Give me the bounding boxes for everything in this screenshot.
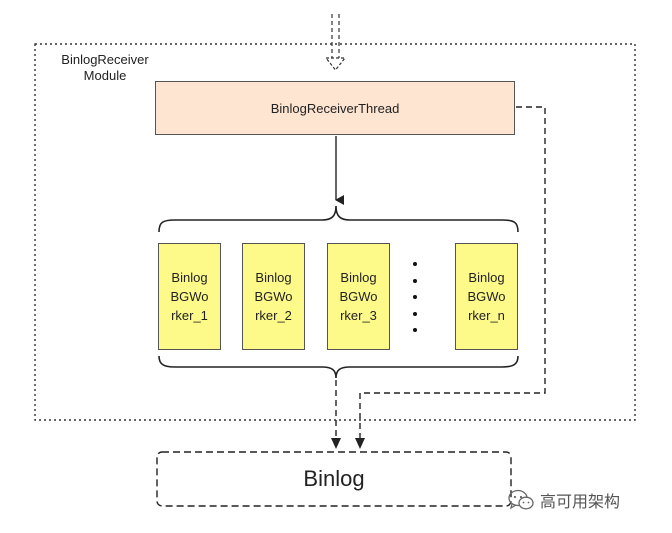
- worker-ellipsis: ⋮: [405, 262, 425, 332]
- worker-3-line3: rker_3: [340, 308, 377, 323]
- worker-n-line1: Binlog: [468, 270, 505, 285]
- worker-box-2: Binlog BGWo rker_2: [242, 243, 305, 350]
- worker-box-1: Binlog BGWo rker_1: [158, 243, 221, 350]
- worker-box-n: Binlog BGWo rker_n: [455, 243, 518, 350]
- binlog-label: Binlog: [303, 466, 365, 491]
- receiver-thread-label: BinlogReceiverThread: [270, 100, 400, 116]
- module-label-line2: Module: [83, 68, 127, 83]
- incoming-arrow: [324, 14, 347, 71]
- binlog-label-wrap: Binlog: [157, 452, 511, 506]
- module-label: BinlogReceiver Module: [50, 52, 160, 84]
- worker-3-line1: Binlog: [340, 270, 377, 285]
- module-boundary: [34, 43, 636, 421]
- worker-2-line1: Binlog: [255, 270, 292, 285]
- worker-2-line2: BGWo: [254, 289, 293, 304]
- worker-1-line3: rker_1: [171, 308, 208, 323]
- binlog-box: [156, 451, 512, 507]
- worker-1-line1: Binlog: [171, 270, 208, 285]
- watermark: 高可用架构: [508, 488, 620, 512]
- worker-box-3: Binlog BGWo rker_3: [327, 243, 390, 350]
- worker-1-line2: BGWo: [170, 289, 209, 304]
- top-brace: [158, 205, 519, 233]
- module-label-line1: BinlogReceiver: [61, 52, 149, 67]
- receiver-thread-box: BinlogReceiverThread: [155, 81, 515, 135]
- worker-2-line3: rker_2: [255, 308, 292, 323]
- wechat-icon: [508, 489, 534, 510]
- worker-n-line2: BGWo: [467, 289, 506, 304]
- thread-to-binlog-path: [359, 106, 546, 440]
- worker-n-line3: rker_n: [468, 308, 505, 323]
- worker-3-line2: BGWo: [339, 289, 378, 304]
- watermark-text: 高可用架构: [540, 492, 621, 511]
- bottom-brace: [158, 355, 519, 379]
